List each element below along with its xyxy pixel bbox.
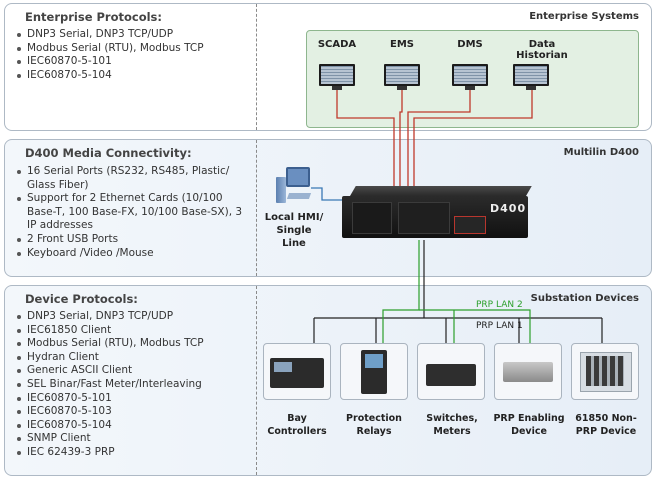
system-label-ems: EMS bbox=[390, 39, 414, 50]
list-item: Hydran Client bbox=[15, 351, 251, 365]
device-label-bay-controllers: Bay Controllers bbox=[267, 413, 327, 437]
device-label-switches-meters: Switches, Meters bbox=[426, 413, 478, 437]
prp-enabling-device bbox=[494, 343, 562, 400]
list-item: IEC 62439-3 PRP bbox=[15, 446, 251, 460]
substation-devices-label: Substation Devices bbox=[530, 293, 639, 304]
switch-meter-device bbox=[417, 343, 485, 400]
device-label-prp-enabling: PRP Enabling Device bbox=[493, 413, 565, 437]
prp-lan2-label: PRP LAN 2 bbox=[476, 300, 523, 310]
monitor-icon bbox=[513, 64, 549, 90]
computer-icon bbox=[276, 165, 312, 205]
system-label-scada: SCADA bbox=[317, 39, 357, 50]
panel-divider bbox=[256, 140, 257, 276]
list-item: IEC60870-5-104 bbox=[15, 419, 251, 433]
list-item: Modbus Serial (RTU), Modbus TCP bbox=[15, 337, 251, 351]
local-hmi-label: Local HMI/ Single Line bbox=[264, 212, 324, 249]
list-item: Generic ASCII Client bbox=[15, 364, 251, 378]
panel-divider bbox=[256, 286, 257, 475]
d400-device: D400 bbox=[342, 186, 534, 241]
d400-connectivity-title: D400 Media Connectivity: bbox=[25, 146, 192, 160]
list-item: Keyboard /Video /Mouse bbox=[15, 247, 247, 261]
monitor-icon bbox=[384, 64, 420, 90]
non-prp-61850-device bbox=[571, 343, 639, 400]
list-item: IEC61850 Client bbox=[15, 324, 251, 338]
list-item: 16 Serial Ports (RS232, RS485, Plastic/ … bbox=[15, 165, 247, 192]
list-item: IEC60870-5-104 bbox=[15, 69, 245, 83]
list-item: SNMP Client bbox=[15, 432, 251, 446]
list-item: DNP3 Serial, DNP3 TCP/UDP bbox=[15, 28, 245, 42]
device-label-61850-non-prp: 61850 Non-PRP Device bbox=[575, 413, 637, 437]
prp-lan1-label: PRP LAN 1 bbox=[476, 321, 523, 331]
list-item: Modbus Serial (RTU), Modbus TCP bbox=[15, 42, 245, 56]
system-label-dms: DMS bbox=[457, 39, 483, 50]
d400-panel: D400 Media Connectivity: 16 Serial Ports… bbox=[4, 139, 652, 277]
list-item: DNP3 Serial, DNP3 TCP/UDP bbox=[15, 310, 251, 324]
device-label-protection-relays: Protection Relays bbox=[346, 413, 402, 437]
bay-controller-device bbox=[263, 343, 331, 400]
list-item: IEC60870-5-101 bbox=[15, 392, 251, 406]
device-protocols-list: DNP3 Serial, DNP3 TCP/UDP IEC61850 Clien… bbox=[15, 310, 251, 460]
list-item: IEC60870-5-103 bbox=[15, 405, 251, 419]
d400-badge: D400 bbox=[490, 202, 527, 215]
enterprise-protocols-list: DNP3 Serial, DNP3 TCP/UDP Modbus Serial … bbox=[15, 28, 245, 82]
list-item: 2 Front USB Ports bbox=[15, 233, 247, 247]
protection-relay-device bbox=[340, 343, 408, 400]
enterprise-protocols-title: Enterprise Protocols: bbox=[25, 10, 163, 24]
panel-divider bbox=[256, 4, 257, 130]
list-item: SEL Binar/Fast Meter/Interleaving bbox=[15, 378, 251, 392]
monitor-icon bbox=[319, 64, 355, 90]
system-label-data-historian: Data Historian bbox=[516, 39, 568, 61]
d400-connectivity-list: 16 Serial Ports (RS232, RS485, Plastic/ … bbox=[15, 165, 247, 260]
list-item: IEC60870-5-101 bbox=[15, 55, 245, 69]
multilin-d400-label: Multilin D400 bbox=[563, 147, 639, 158]
enterprise-systems-label: Enterprise Systems bbox=[529, 11, 639, 22]
device-protocols-title: Device Protocols: bbox=[25, 292, 138, 306]
monitor-icon bbox=[452, 64, 488, 90]
list-item: Support for 2 Ethernet Cards (10/100 Bas… bbox=[15, 192, 247, 233]
